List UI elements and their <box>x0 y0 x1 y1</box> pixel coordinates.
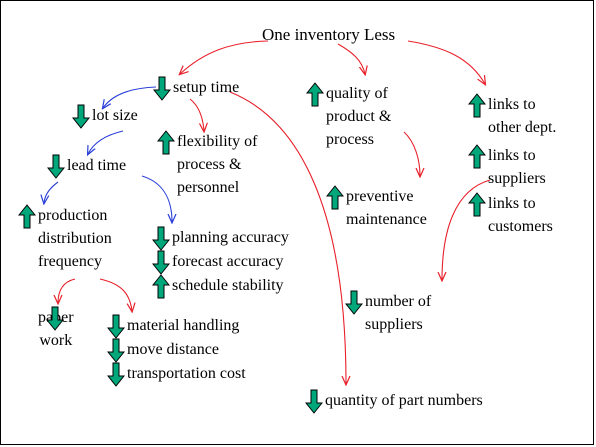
node-label-line: other dept. <box>488 119 557 136</box>
node-label-line: links to <box>488 195 536 212</box>
node-preventive-maintenance: preventive maintenance <box>325 185 427 231</box>
node-label-line: links to <box>488 147 536 164</box>
down-arrow-icon <box>151 226 171 251</box>
down-arrow-icon <box>106 338 126 363</box>
node-label-line: lot size <box>92 107 138 124</box>
node-label-line: quality of <box>326 85 388 102</box>
node-label-line: process <box>326 131 374 148</box>
node-label: links to other dept. <box>488 93 556 139</box>
node-label-line: maintenance <box>346 211 427 228</box>
node-label-line: quantity of part numbers <box>325 392 483 409</box>
down-arrow-icon <box>152 76 172 101</box>
node-label: preventive maintenance <box>346 185 427 231</box>
node-forecast-accuracy: forecast accuracy <box>151 250 283 275</box>
node-label-line: suppliers <box>488 170 546 187</box>
down-arrow-icon <box>46 154 66 179</box>
up-arrow-icon <box>467 144 487 169</box>
node-label: schedule stability <box>172 274 284 297</box>
down-arrow-icon <box>151 250 171 275</box>
node-label: transportation cost <box>127 362 246 385</box>
down-arrow-icon <box>71 104 91 129</box>
node-links-other-dept: links to other dept. <box>467 93 556 139</box>
node-label: links to customers <box>488 192 553 238</box>
node-label: move distance <box>127 338 219 361</box>
node-label: planning accuracy <box>172 226 289 249</box>
node-label-line: product & <box>326 108 392 125</box>
node-label-line: planning accuracy <box>172 229 289 246</box>
node-production-distribution-frequency: production distribution frequency <box>17 204 112 273</box>
down-arrow-icon <box>304 389 324 414</box>
node-label: flexibility of process & personnel <box>177 130 257 199</box>
node-label-line: forecast accuracy <box>172 253 284 270</box>
node-flexibility: flexibility of process & personnel <box>156 130 257 199</box>
node-quantity-of-part-numbers: quantity of part numbers <box>304 389 483 414</box>
node-label: material handling <box>127 314 239 337</box>
node-material-handling: material handling <box>106 314 239 339</box>
down-arrow-icon <box>106 362 126 387</box>
node-label-line: preventive <box>346 188 414 205</box>
node-schedule-stability: schedule stability <box>151 274 284 299</box>
node-label-line: number of <box>365 293 432 310</box>
up-arrow-icon <box>467 192 487 217</box>
up-arrow-icon <box>325 185 345 210</box>
node-label: lead time <box>67 154 126 177</box>
node-label-line: customers <box>488 218 553 235</box>
node-label: lot size <box>92 104 138 127</box>
node-label-line: frequency <box>38 253 102 270</box>
node-links-customers: links to customers <box>467 192 553 238</box>
node-label: quality of product & process <box>326 82 391 151</box>
node-lot-size: lot size <box>71 104 138 129</box>
node-label: number of suppliers <box>365 290 431 336</box>
node-lead-time: lead time <box>46 154 126 179</box>
node-label: quantity of part numbers <box>325 389 483 412</box>
node-label: production distribution frequency <box>38 204 112 273</box>
node-planning-accuracy: planning accuracy <box>151 226 289 251</box>
up-arrow-icon <box>156 130 176 155</box>
node-label-line: move distance <box>127 341 219 358</box>
node-label-line: transportation cost <box>127 365 246 382</box>
down-arrow-icon <box>344 290 364 315</box>
node-transportation-cost: transportation cost <box>106 362 246 387</box>
up-arrow-icon <box>305 82 325 107</box>
node-label-line: links to <box>488 96 536 113</box>
node-links-suppliers: links to suppliers <box>467 144 546 190</box>
node-label: setup time <box>173 76 239 99</box>
node-paper-work: paperwork <box>18 306 74 352</box>
node-number-of-suppliers: number of suppliers <box>344 290 431 336</box>
diagram-title: One inventory Less <box>262 25 396 44</box>
node-setup-time: setup time <box>152 76 239 101</box>
node-label-line: distribution <box>38 230 112 247</box>
node-label-line: material handling <box>127 317 240 334</box>
down-arrow-icon <box>45 306 64 331</box>
down-arrow-icon <box>106 314 126 339</box>
node-label: links to suppliers <box>488 144 546 190</box>
node-label-line: suppliers <box>365 316 423 333</box>
node-label-line: lead time <box>67 157 127 174</box>
node-label-line: production <box>38 207 108 224</box>
node-move-distance: move distance <box>106 338 219 363</box>
node-label-line: schedule stability <box>172 277 284 294</box>
node-label-line: process & <box>177 156 242 173</box>
up-arrow-icon <box>467 93 487 118</box>
up-arrow-icon <box>151 274 171 299</box>
node-label-line: personnel <box>177 179 240 196</box>
node-quality: quality of product & process <box>305 82 391 151</box>
node-label-line: work <box>39 332 73 349</box>
node-label-line: flexibility of <box>177 133 258 150</box>
node-label: forecast accuracy <box>172 250 283 273</box>
up-arrow-icon <box>17 204 37 229</box>
node-label-line: setup time <box>173 79 240 96</box>
